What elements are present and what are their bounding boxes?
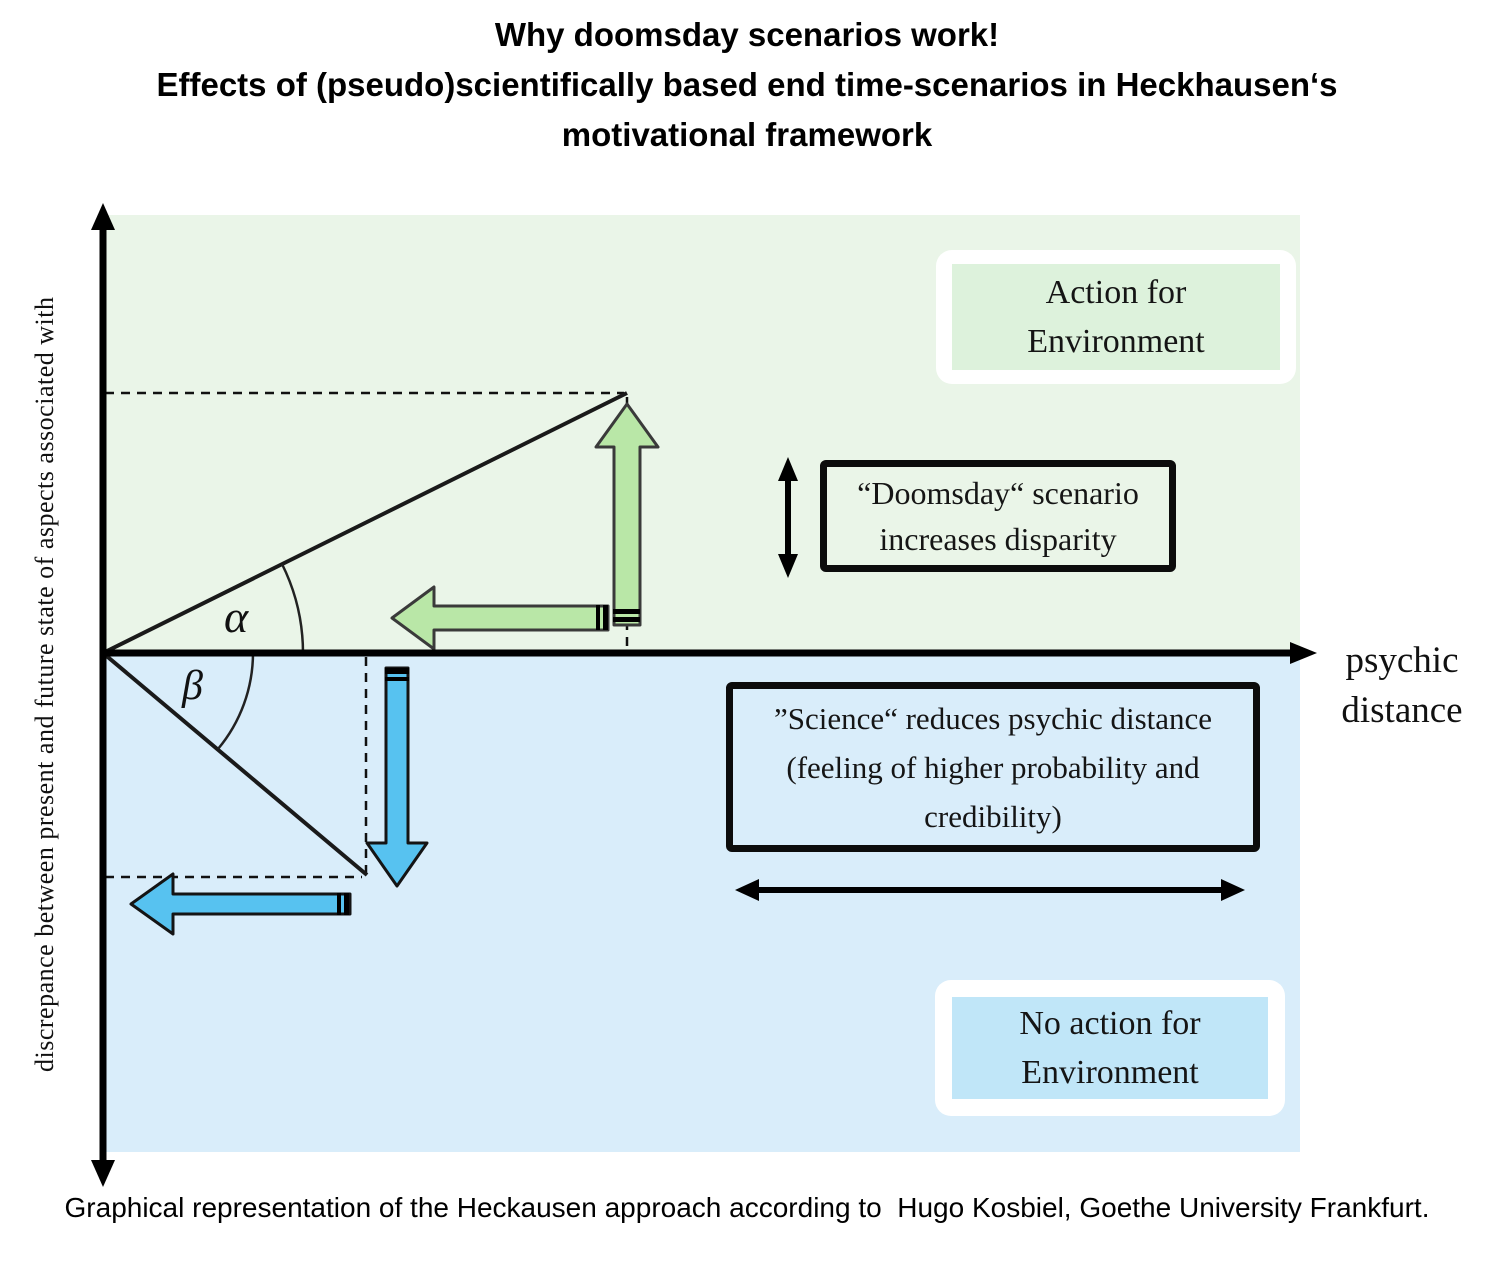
- science-range-arrow: [735, 879, 1245, 901]
- science-callout-line-3: credibility): [924, 798, 1062, 834]
- blue-left-arrow: [129, 872, 352, 936]
- lower-diagonal-line: [101, 651, 369, 877]
- blue-down-arrow-tail-bar: [385, 677, 409, 681]
- action-label-line-1: Action for: [1045, 274, 1187, 311]
- science-callout-line-2: (feeling of higher probability and: [786, 749, 1200, 785]
- doomsday-callout-line-1: “Doomsday“ scenario: [857, 475, 1139, 511]
- doomsday-range-arrow-up-head: [778, 457, 798, 481]
- blue-down-arrow: [365, 666, 429, 888]
- alpha-angle-label: α: [224, 591, 249, 642]
- no-action-for-environment-label: No action for Environment: [952, 997, 1268, 1099]
- science-callout-box: ”Science“ reduces psychic distance (feel…: [726, 682, 1260, 852]
- no-action-label-line-2: Environment: [1021, 1054, 1199, 1091]
- science-range-arrow-left-head: [735, 879, 759, 901]
- gradient-lines: [101, 391, 628, 877]
- beta-arc: [217, 652, 255, 750]
- y-axis-bottom-arrowhead: [91, 1160, 115, 1187]
- action-for-environment-label: Action for Environment: [952, 264, 1280, 370]
- page-title-line-3: motivational framework: [561, 116, 933, 153]
- x-axis-arrowhead: [1290, 642, 1317, 664]
- doomsday-callout-line-2: increases disparity: [879, 521, 1117, 557]
- blue-left-arrow-tail-bar: [344, 893, 349, 915]
- x-axis-label-line-2: distance: [1341, 690, 1463, 731]
- green-up-arrow: [594, 402, 660, 627]
- doomsday-range-arrow-down-head: [778, 554, 798, 578]
- y-axis-top-arrowhead: [91, 203, 115, 230]
- blue-down-arrow-tail-bar: [385, 668, 409, 674]
- green-left-arrow-tail-bar: [603, 605, 608, 630]
- science-callout-line-1: ”Science“ reduces psychic distance: [773, 700, 1213, 736]
- no-action-label-line-1: No action for: [1019, 1005, 1201, 1042]
- page-title-line-1: Why doomsday scenarios work!: [494, 16, 1000, 53]
- action-label-line-2: Environment: [1027, 323, 1205, 360]
- green-up-arrow-tail-bar: [613, 609, 640, 614]
- doomsday-range-arrow: [778, 457, 798, 578]
- dashed-guides: [105, 391, 629, 879]
- y-axis-label: discrepance between present and future s…: [30, 296, 59, 1072]
- action-for-environment-box: Action for Environment: [936, 250, 1296, 384]
- axes: [91, 203, 1317, 1187]
- figure-caption: Graphical representation of the Heckause…: [64, 1192, 1430, 1223]
- doomsday-callout-box: “Doomsday“ scenario increases disparity: [820, 460, 1176, 572]
- x-axis-label: psychic distance: [1320, 636, 1484, 736]
- beta-angle-label: β: [182, 663, 203, 709]
- page-title: Why doomsday scenarios work! Effects of …: [0, 10, 1494, 160]
- upper-diagonal-line: [102, 391, 628, 655]
- green-up-arrow-tail-bar: [613, 617, 640, 622]
- page-title-line-2: Effects of (pseudo)scientifically based …: [156, 66, 1338, 103]
- green-left-arrow: [390, 585, 610, 651]
- blue-left-arrow-tail-bar: [337, 893, 341, 915]
- science-range-arrow-right-head: [1221, 879, 1245, 901]
- blue-arrow-tail-marks: [337, 668, 409, 915]
- x-axis-label-line-1: psychic: [1345, 640, 1459, 681]
- alpha-arc: [280, 563, 305, 654]
- no-action-for-environment-box: No action for Environment: [935, 980, 1285, 1116]
- green-left-arrow-tail-bar: [596, 605, 600, 630]
- green-arrow-tail-marks: [596, 605, 640, 630]
- angle-arcs: [217, 563, 305, 750]
